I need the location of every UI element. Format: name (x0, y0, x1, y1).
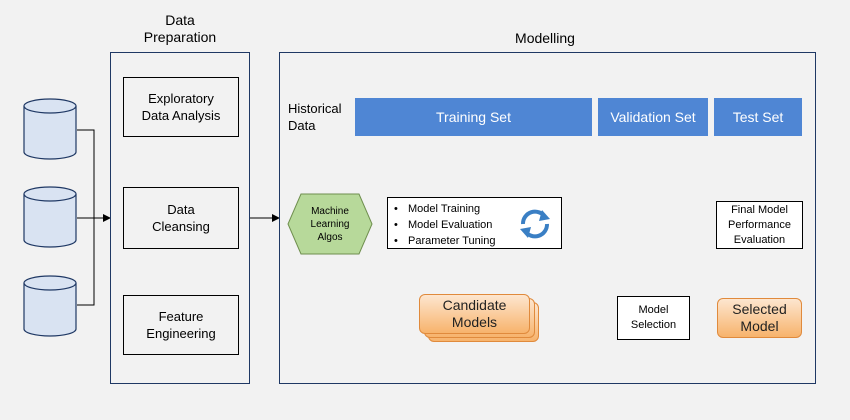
process-item-evaluation: Model Evaluation (394, 217, 495, 233)
process-item-tuning: Parameter Tuning (394, 233, 495, 249)
validation-set-bar: Validation Set (598, 98, 708, 136)
model-selection-box: Model Selection (617, 296, 690, 340)
refresh-cycle-icon (520, 209, 550, 239)
prep-step-data-cleansing: Data Cleansing (123, 187, 239, 249)
training-set-bar: Training Set (355, 98, 592, 136)
model-training-process-box: Model Training Model Evaluation Paramete… (387, 197, 562, 249)
hexagon-shape (287, 193, 373, 255)
database-bracket-connector (77, 129, 95, 306)
test-set-bar: Test Set (714, 98, 802, 136)
prep-step-exploratory-analysis: Exploratory Data Analysis (123, 77, 239, 137)
modelling-title: Modelling (515, 30, 575, 46)
ml-algos-label: Machine Learning Algos (310, 205, 350, 243)
selected-model-box: Selected Model (717, 298, 802, 338)
historical-data-label: Historical Data (288, 101, 342, 133)
ml-algos-hexagon: Machine Learning Algos (287, 193, 373, 255)
process-item-training: Model Training (394, 201, 495, 217)
final-model-evaluation-box: Final Model Performance Evaluation (716, 201, 803, 249)
data-preparation-title: Data Preparation (143, 12, 217, 45)
candidate-models-box: Candidate Models (419, 294, 530, 334)
prep-step-feature-engineering: Feature Engineering (123, 295, 239, 355)
process-list: Model Training Model Evaluation Paramete… (394, 201, 495, 249)
